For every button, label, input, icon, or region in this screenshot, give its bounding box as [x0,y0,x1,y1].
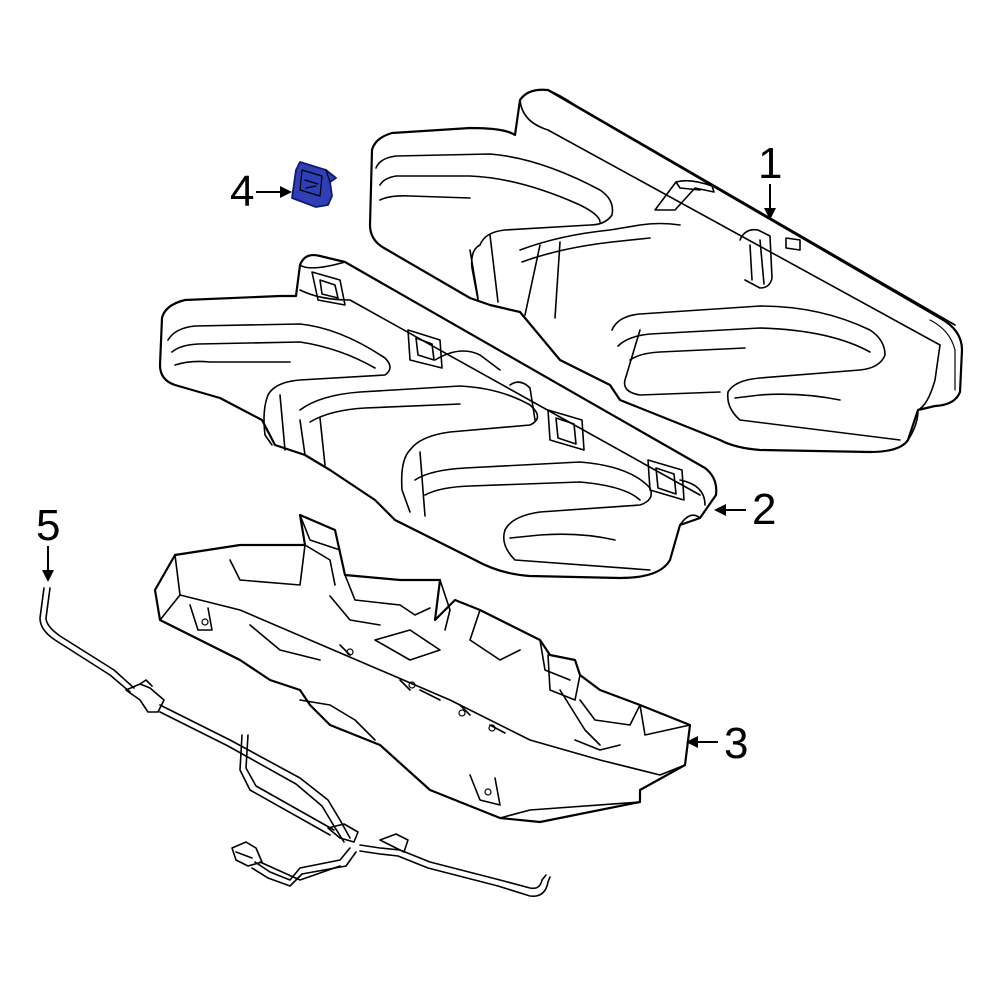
part-5-wire-harness[interactable] [39,587,551,898]
callout-2: 2 [714,485,776,534]
part-4-clip[interactable] [291,161,337,208]
callout-label-4: 4 [230,167,254,216]
callout-1: 1 [758,139,782,220]
callout-label-3: 3 [724,719,748,768]
part-2-seat-cover[interactable] [158,253,718,580]
callout-3: 3 [686,719,748,768]
part-1-seat-cushion[interactable] [368,88,964,454]
callout-5: 5 [36,501,60,582]
callout-label-5: 5 [36,501,60,550]
callout-label-1: 1 [758,139,782,188]
callout-4: 4 [230,167,292,216]
callout-label-2: 2 [752,485,776,534]
part-3-seat-frame[interactable] [153,513,692,824]
